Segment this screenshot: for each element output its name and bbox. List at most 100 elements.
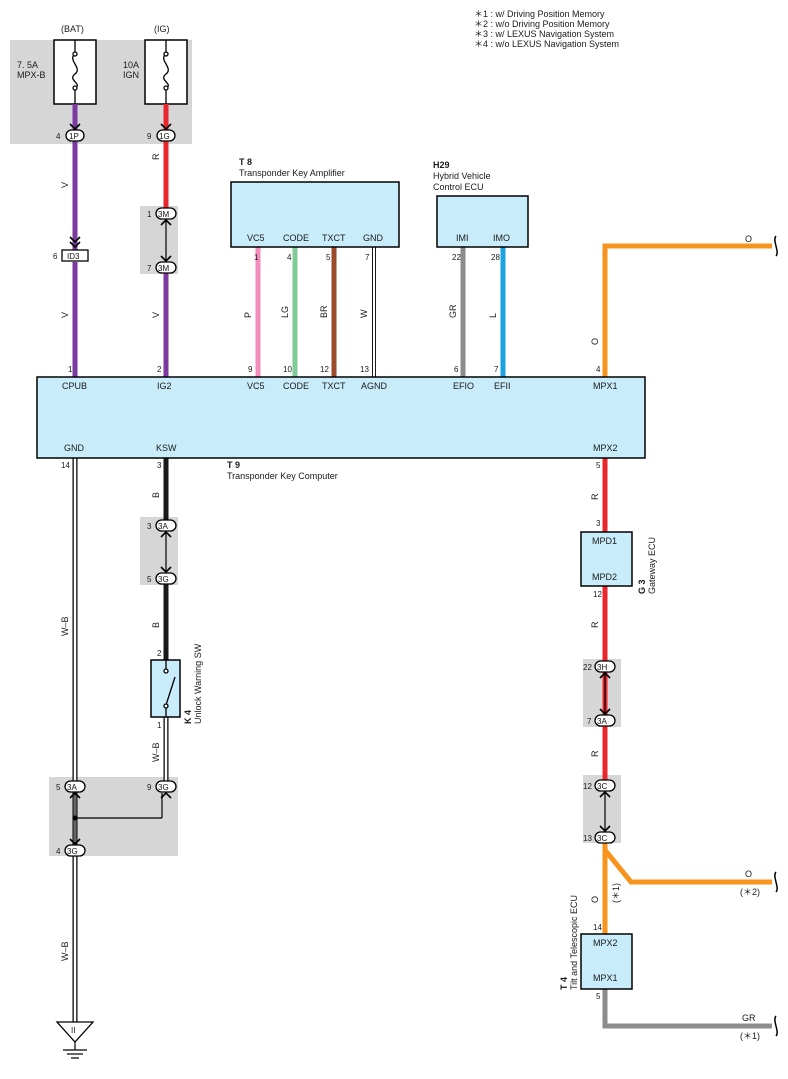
connector-1p: 1P: [65, 129, 85, 142]
wire-gray-mpx1: [602, 989, 772, 1029]
svg-text:6: 6: [53, 252, 58, 261]
svg-text:3G: 3G: [67, 847, 78, 856]
fuse-ig-name: IGN: [123, 70, 139, 80]
connector-3g-ksw: 3G: [155, 572, 177, 585]
svg-text:12: 12: [593, 590, 602, 599]
t9-pin-cpub: CPUB: [62, 381, 87, 391]
wire-end-top-right: [774, 235, 778, 257]
pin-numbers: 4 9 1 7 6 1 4 5 7 22 28 1 2 9 10 12 13 6…: [53, 132, 602, 1001]
svg-text:5: 5: [596, 461, 601, 470]
connector-3g-k4: 3G: [155, 780, 177, 793]
connector-3a-ksw: 3A: [155, 519, 177, 532]
svg-text:W–B: W–B: [60, 941, 70, 961]
svg-text:3A: 3A: [67, 783, 77, 792]
t8-pin-txct: TXCT: [322, 233, 346, 243]
svg-text:7: 7: [494, 365, 499, 374]
svg-text:14: 14: [593, 923, 602, 932]
g3-pin-mpd2: MPD2: [592, 572, 617, 582]
t9-pin-code: CODE: [283, 381, 309, 391]
svg-text:1P: 1P: [69, 132, 79, 141]
fuse-bat-source: (BAT): [61, 24, 84, 34]
wire-orange-mpx1: [602, 243, 772, 377]
t9-pin-gnd: GND: [64, 443, 85, 453]
t9-pin-ig2: IG2: [157, 381, 172, 391]
svg-text:R: R: [590, 750, 600, 757]
svg-text:28: 28: [491, 253, 500, 262]
svg-text:3G: 3G: [158, 575, 169, 584]
svg-text:P: P: [243, 312, 253, 318]
t9-code: T 9: [227, 460, 240, 470]
t8-pin-gnd: GND: [363, 233, 384, 243]
svg-text:5: 5: [56, 783, 61, 792]
svg-text:4: 4: [287, 253, 292, 262]
svg-text:1G: 1G: [159, 132, 170, 141]
svg-text:7: 7: [365, 253, 370, 262]
connector-3h: 3H: [594, 660, 616, 673]
connector-1g: 1G: [156, 129, 176, 142]
svg-text:3: 3: [157, 461, 162, 470]
svg-text:O: O: [745, 869, 752, 879]
svg-text:1: 1: [157, 721, 162, 730]
svg-text:O: O: [745, 234, 752, 244]
note-2: ＊2 : w/o Driving Position Memory: [474, 19, 610, 29]
switch-icon: [163, 660, 176, 717]
svg-text:(＊2): (＊2): [740, 887, 760, 897]
svg-text:GR: GR: [448, 304, 458, 318]
svg-text:9: 9: [147, 783, 152, 792]
fuse-ig-source: (IG): [154, 24, 170, 34]
svg-text:L: L: [488, 313, 498, 318]
svg-text:3C: 3C: [597, 782, 607, 791]
svg-text:3C: 3C: [597, 834, 607, 843]
svg-text:W–B: W–B: [151, 742, 161, 762]
gateway-ecu: [580, 531, 633, 587]
svg-text:(＊1): (＊1): [611, 883, 621, 903]
svg-text:2: 2: [157, 365, 162, 374]
svg-text:6: 6: [454, 365, 459, 374]
connector-3g-gnd: 3G: [64, 844, 86, 857]
svg-text:12: 12: [583, 782, 592, 791]
fuse-ig-icon: [163, 40, 169, 104]
svg-text:5: 5: [596, 992, 601, 1001]
note-3: ＊3 : w/ LEXUS Navigation System: [474, 29, 614, 39]
svg-text:9: 9: [147, 132, 152, 141]
g3-name: Gateway ECU: [647, 537, 657, 594]
transponder-key-computer: [36, 376, 646, 459]
svg-text:1: 1: [254, 253, 259, 262]
t8-code: T 8: [239, 157, 252, 167]
note-1: ＊1 : w/ Driving Position Memory: [474, 9, 605, 19]
svg-text:3G: 3G: [158, 783, 169, 792]
k4-name: Unlock Warning SW: [193, 643, 203, 724]
svg-text:BR: BR: [319, 305, 329, 318]
t4-pin-mpx2: MPX2: [593, 938, 618, 948]
svg-text:2: 2: [157, 649, 162, 658]
svg-text:4: 4: [596, 365, 601, 374]
t4-code: T 4: [559, 977, 569, 990]
svg-text:12: 12: [320, 365, 329, 374]
g3-pin-mpd1: MPD1: [592, 536, 617, 546]
fuse-bat-icon: [72, 40, 78, 104]
svg-text:7: 7: [587, 717, 592, 726]
connector-3c-top: 3C: [594, 779, 616, 792]
svg-text:13: 13: [360, 365, 369, 374]
connector-3m-top: 3M: [155, 207, 177, 220]
svg-text:3: 3: [147, 522, 152, 531]
svg-text:1: 1: [68, 365, 73, 374]
t8-pin-code: CODE: [283, 233, 309, 243]
t9-pin-mpx2: MPX2: [593, 443, 618, 453]
note-4: ＊4 : w/o LEXUS Navigation System: [474, 39, 619, 49]
svg-text:R: R: [151, 153, 161, 160]
svg-text:W: W: [359, 309, 369, 318]
svg-text:V: V: [60, 312, 70, 318]
svg-text:II: II: [71, 1026, 75, 1035]
t4-name: Tilt and Telescopic ECU: [569, 895, 579, 990]
svg-text:3: 3: [596, 519, 601, 528]
svg-text:ID3: ID3: [67, 252, 80, 261]
wire-end-bottom-right: [774, 1015, 778, 1037]
connector-3a-gnd: 3A: [64, 780, 86, 793]
tilt-telescopic-ecu: [580, 933, 633, 990]
k4-code: K 4: [183, 710, 193, 724]
svg-text:13: 13: [583, 834, 592, 843]
t4-pin-mpx1: MPX1: [593, 973, 618, 983]
svg-text:O: O: [590, 338, 600, 345]
